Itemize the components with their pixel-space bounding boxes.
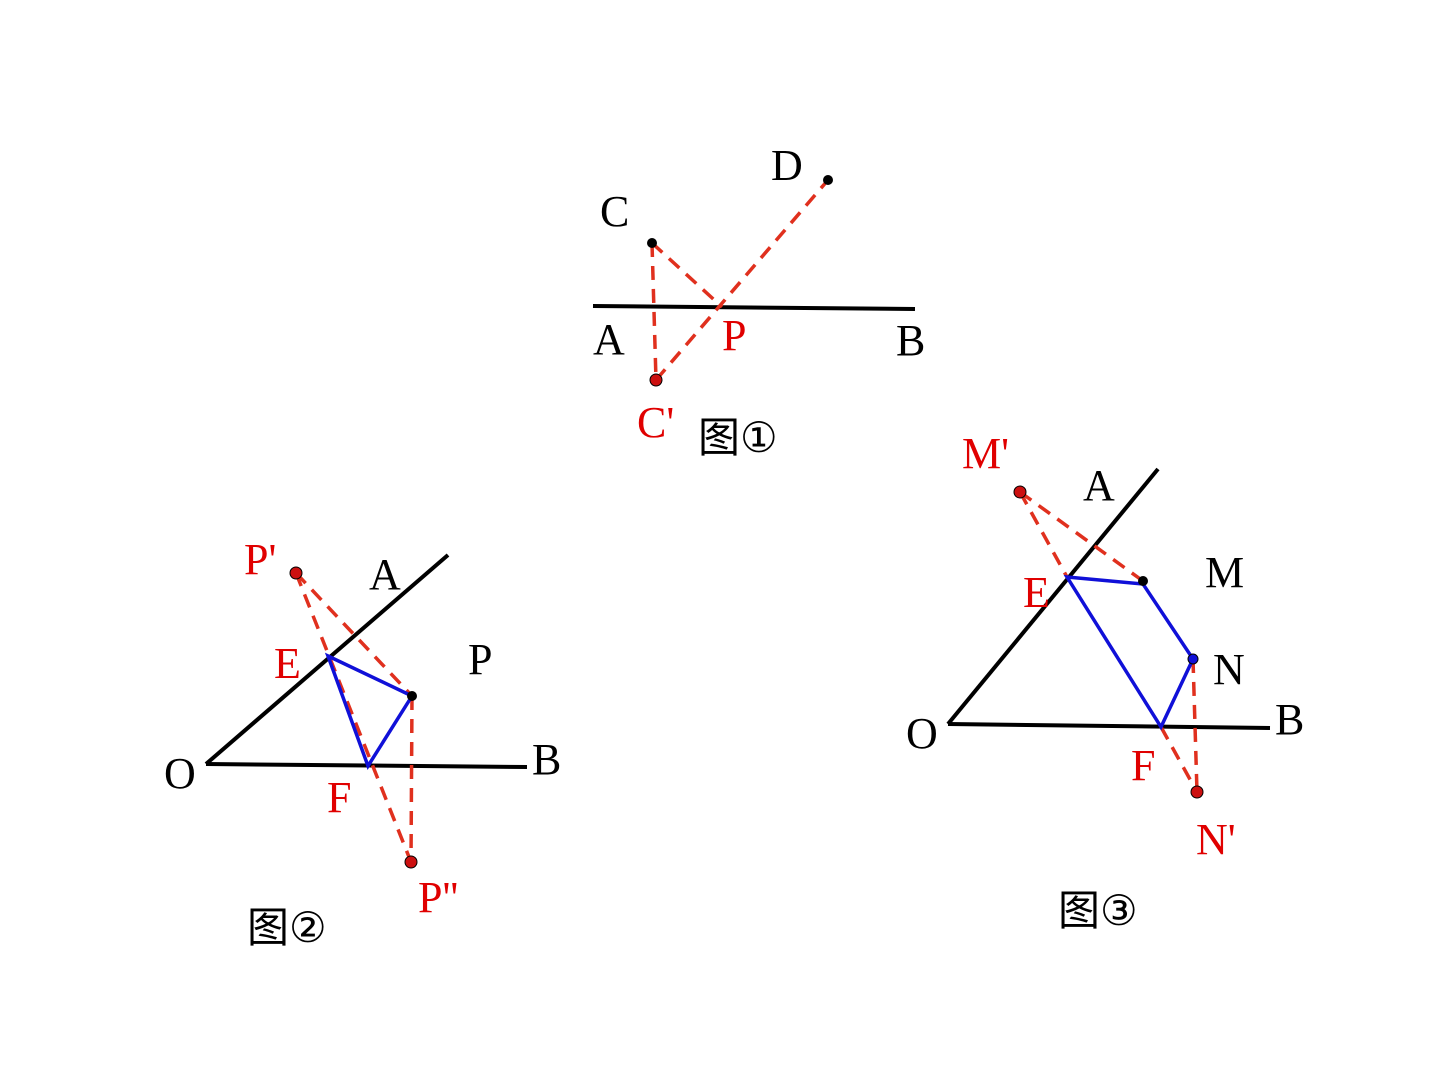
point-n (1187, 653, 1199, 665)
point-n-prime (1190, 785, 1204, 799)
label-e: E (1023, 568, 1050, 617)
label-a: A (369, 550, 401, 599)
label-n: N (1213, 645, 1245, 694)
segment-c-p (650, 241, 724, 309)
label-p: P (468, 635, 492, 684)
figure-3: M' A E M N O B F N' 图③ (906, 429, 1304, 935)
caption-figure-3: 图③ (1058, 886, 1138, 935)
caption-figure-2: 图② (247, 903, 327, 952)
point-m (1138, 576, 1148, 586)
ray-ob (947, 722, 1271, 730)
label-c: C (600, 187, 629, 236)
label-m-prime: M' (962, 429, 1009, 478)
label-p-prime: P' (244, 535, 276, 584)
label-p-double-prime: P'' (418, 873, 458, 922)
quadrilateral-mefn (1063, 574, 1196, 731)
point-p-prime (289, 566, 303, 580)
segment-pprime-pdoubleprime (294, 572, 413, 863)
segment-c-cprime (650, 242, 658, 381)
line-ab (592, 304, 916, 311)
label-a: A (593, 315, 625, 364)
point-d (823, 175, 833, 185)
point-c-prime (649, 373, 663, 387)
label-b: B (896, 316, 925, 365)
ray-oa (204, 553, 450, 766)
point-m-prime (1013, 485, 1027, 499)
label-f: F (1131, 741, 1155, 790)
segment-mprime-e (1018, 491, 1069, 578)
label-b: B (532, 735, 561, 784)
label-f: F (327, 773, 351, 822)
segment-f-nprime (1159, 726, 1199, 793)
label-o: O (164, 749, 196, 798)
label-b: B (1275, 695, 1304, 744)
triangle-pef (324, 652, 415, 770)
label-o: O (906, 709, 938, 758)
point-c (647, 238, 657, 248)
figure-1: C D A P B C' 图① (592, 141, 925, 462)
caption-figure-1: 图① (698, 413, 778, 462)
label-m: M (1205, 548, 1244, 597)
label-n-prime: N' (1196, 815, 1236, 864)
figure-2: P' A E P O B F P'' 图② (164, 535, 561, 952)
label-d: D (771, 141, 803, 190)
point-p-double-prime (404, 855, 418, 869)
point-p (407, 691, 417, 701)
label-c-prime: C' (637, 398, 674, 447)
label-e: E (274, 639, 301, 688)
segment-mprime-m (1018, 490, 1145, 583)
label-p: P (722, 311, 746, 360)
segment-cprime-d (654, 178, 830, 382)
segment-p-pdoubleprime (409, 695, 414, 863)
ray-oa (946, 467, 1160, 726)
label-a: A (1083, 461, 1115, 510)
segment-pprime-p (294, 571, 414, 698)
